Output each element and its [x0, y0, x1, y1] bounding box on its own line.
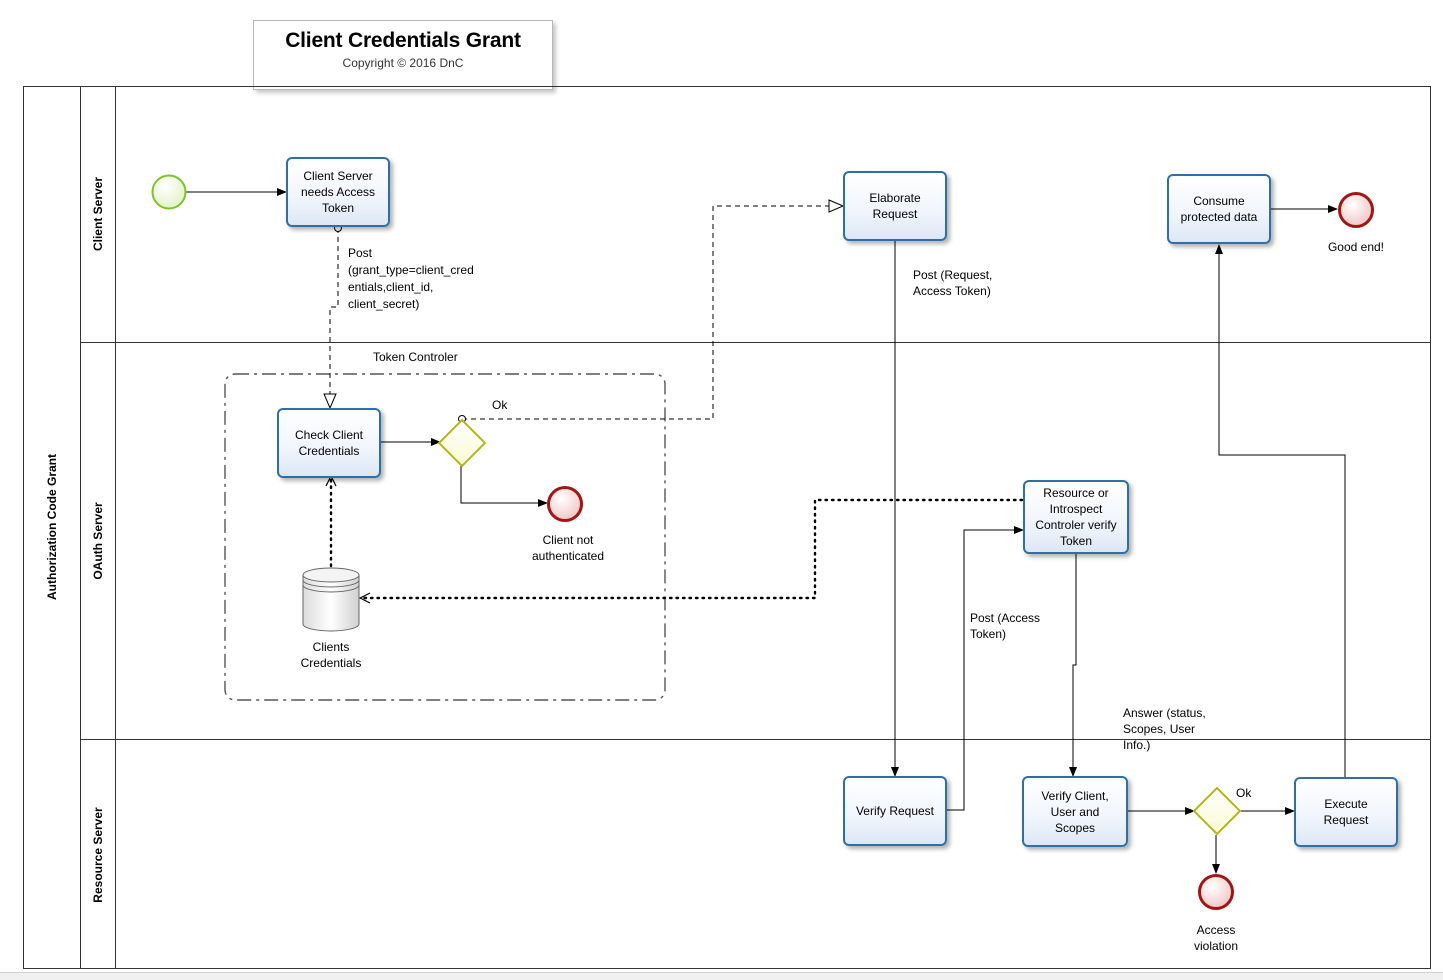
flow-gateway-to-not-authenticated — [460, 465, 548, 507]
diagram-title-box: Client Credentials Grant Copyright © 201… — [253, 20, 553, 90]
task-consume-protected-data[interactable]: Consume protected data — [1167, 174, 1271, 244]
flow-label-answer: Answer (status, Scopes, User Info.) — [1123, 706, 1206, 752]
flow-label-ok: Ok — [1236, 786, 1252, 800]
group-token-controler — [224, 373, 666, 701]
task-check-client-credentials[interactable]: Check Client Credentials — [277, 408, 381, 478]
task-needs-access-token[interactable]: Client Server needs Access Token — [286, 157, 390, 227]
end-event-label-access-violation: Access violation — [1193, 923, 1239, 953]
lane-divider — [80, 739, 1431, 740]
task-verify-request[interactable]: Verify Request — [843, 776, 947, 846]
task-elaborate-request[interactable]: Elaborate Request — [843, 171, 947, 241]
group-label: Token Controler — [373, 350, 458, 364]
data-association-to-datastore — [358, 498, 1024, 598]
message-flow-post-grant — [330, 228, 338, 408]
start-event — [151, 174, 187, 210]
task-verify-client-user-scopes[interactable]: Verify Client, User and Scopes — [1022, 776, 1128, 847]
gateway-credentials-ok — [437, 418, 487, 468]
flow-label-ok: Ok — [492, 398, 508, 412]
datastore-clients-credentials — [302, 567, 360, 632]
end-event-access-violation — [1198, 874, 1234, 910]
end-event-label-good-end: Good end! — [1327, 240, 1385, 254]
diagram-title: Client Credentials Grant — [285, 29, 521, 52]
end-event-good-end — [1338, 192, 1374, 228]
end-event-label-not-authenticated: Client not authenticated — [531, 533, 605, 563]
task-introspect-verify-token[interactable]: Resource or Introspect Controler verify … — [1023, 480, 1129, 554]
flow-label-post-access-token: Post (Access Token) — [970, 611, 1041, 641]
end-event-not-authenticated — [547, 486, 583, 522]
flow-execute-to-consume — [1215, 244, 1346, 777]
task-execute-request[interactable]: Execute Request — [1294, 777, 1398, 847]
bottom-scrollbar[interactable] — [0, 972, 1443, 980]
flow-introspect-to-verify-client — [1069, 553, 1077, 777]
flow-label-post-request: Post (Request, Access Token) — [913, 268, 993, 298]
datastore-label: Clients Credentials — [300, 640, 362, 670]
flow-verify-request-to-introspect — [946, 526, 1024, 811]
message-flow-ok-to-elaborate — [462, 206, 843, 419]
flow-label-post-grant: Post (grant_type=client_cred entials,cli… — [348, 246, 474, 311]
copyright-text: Copyright © 2016 DnC — [342, 56, 464, 70]
gateway-scopes-ok — [1192, 786, 1242, 836]
